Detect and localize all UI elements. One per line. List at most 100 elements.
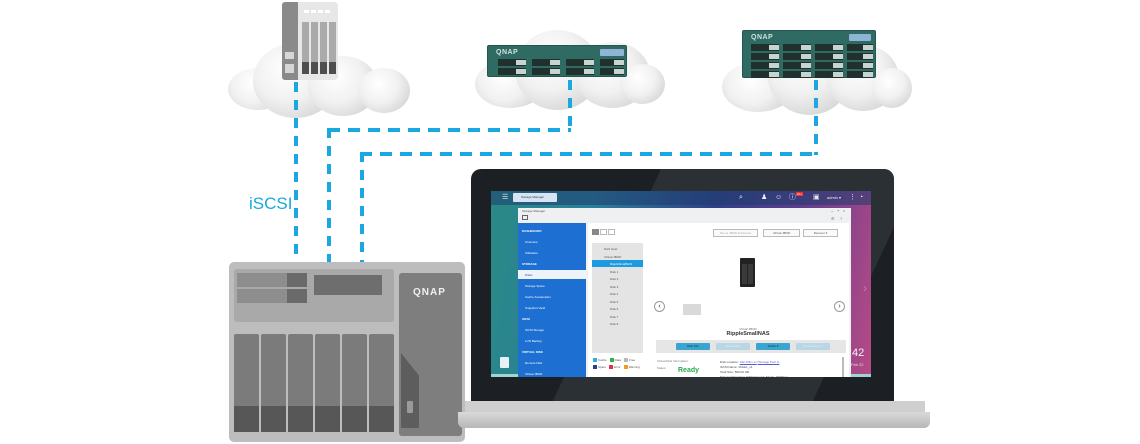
- set-as-jbod-button[interactable]: Set as JBOD Enclosure: [713, 229, 758, 237]
- settings-icon[interactable]: ⚙: [831, 216, 835, 221]
- search-icon[interactable]: ⌕: [739, 194, 743, 201]
- tree-item[interactable]: Disk 2: [610, 277, 619, 281]
- dashboard-icon[interactable]: ◔: [859, 194, 864, 201]
- info-line-value: 500.00 GB: [734, 370, 750, 374]
- info-line: iSCSI Name: VDisk1_s1: [720, 365, 753, 369]
- status-label: Status:: [657, 366, 667, 370]
- empty-slot-image: [683, 304, 701, 315]
- legend-swatch: [593, 365, 597, 370]
- legend-item: Data: [609, 358, 621, 363]
- sidebar-item-storage[interactable]: STORAGE: [522, 262, 537, 266]
- notification-badge: 10+: [796, 192, 804, 196]
- legend-item: Spare: [593, 365, 606, 370]
- maximize-button[interactable]: +: [837, 208, 840, 213]
- iscsi-label: iSCSI: [249, 194, 293, 213]
- view-toggle-detail[interactable]: [608, 229, 615, 235]
- next-arrow-button[interactable]: ›: [834, 301, 845, 312]
- sidebar-item-iscsi[interactable]: iSCSI: [522, 317, 530, 321]
- legend-swatch: [609, 365, 614, 370]
- tree-item[interactable]: Disk 5: [610, 299, 619, 304]
- link-rack1-to-nas: [327, 128, 331, 264]
- legend-swatch: [593, 358, 597, 363]
- action-button-disk-health[interactable]: Disk Health: [716, 343, 750, 350]
- storage-pool-link[interactable]: (Storage Pool 1): [757, 360, 780, 364]
- link-rack1-vertical-up: [568, 80, 572, 130]
- legend-label: Warning: [628, 365, 640, 369]
- action-button-disk-info[interactable]: Disk Info: [676, 343, 710, 350]
- help-icon[interactable]: ?: [840, 216, 843, 221]
- tasks-icon[interactable]: ♟: [761, 194, 768, 201]
- tree-item[interactable]: Disk 6: [610, 307, 619, 311]
- laptop-base-front: [458, 412, 930, 428]
- info-line-label: Total Size:: [720, 370, 734, 374]
- tree-item[interactable]: Disk 1: [610, 269, 619, 274]
- legend-item: Free: [624, 358, 636, 363]
- notifications-icon[interactable]: ☺: [775, 194, 783, 201]
- qnap-logo: QNAP: [413, 287, 446, 298]
- legend-row-2: Spare Error Warning: [593, 365, 643, 370]
- tree-item[interactable]: Disk 4: [610, 292, 619, 296]
- sidebar-item-lun-backup[interactable]: LUN Backup: [525, 339, 542, 343]
- legend-label: Free: [629, 358, 636, 362]
- info-line: Total Size: 500.00 GB: [720, 370, 749, 374]
- legend-swatch: [609, 358, 614, 363]
- tree-item[interactable]: Disk 8: [610, 322, 619, 326]
- sidebar-item-iscsi-storage[interactable]: iSCSI Storage: [525, 328, 545, 332]
- info-line-label: Disk Configuration:: [720, 375, 746, 377]
- recover-button[interactable]: Recover ▾: [803, 229, 838, 237]
- app-tab-storage-manager[interactable]: Storage Manager: [513, 193, 557, 202]
- tree-item[interactable]: RippleSmallNAS: [592, 260, 643, 267]
- local-nas: QNAP: [229, 262, 465, 442]
- info-line-value[interactable]: 192.168.x.xx: [739, 360, 757, 364]
- sidebar-item-remote-disk[interactable]: Remote Disk: [525, 361, 543, 365]
- action-button-performance[interactable]: Performance ▾: [796, 343, 830, 350]
- rack-nas-1: QNAP: [487, 45, 627, 77]
- rack-nas-2: QNAP: [742, 30, 876, 78]
- sidebar-item-overview[interactable]: Overview: [525, 240, 538, 244]
- sidebar-item-utilization[interactable]: Utilization: [525, 251, 539, 255]
- sidebar-item-virtual-disk[interactable]: VIRTUAL DISK: [522, 350, 543, 354]
- tree-item[interactable]: NAS Host: [604, 247, 618, 251]
- menu-icon[interactable]: ☰: [502, 194, 509, 201]
- sidebar-item-storage-space[interactable]: Storage Space: [525, 284, 545, 288]
- nas-device-image: [740, 258, 755, 287]
- sidebar-item-virtual-jbod[interactable]: Virtual JBOD: [525, 372, 543, 376]
- qnap-logo: QNAP: [496, 49, 519, 56]
- prev-arrow-button[interactable]: ‹: [654, 301, 665, 312]
- view-toggle-grid[interactable]: [592, 229, 599, 235]
- minimize-button[interactable]: –: [831, 208, 834, 213]
- tree-item[interactable]: Disk 3: [610, 284, 619, 289]
- tree-item[interactable]: Disk 7: [610, 314, 619, 319]
- user-icon[interactable]: ▣: [813, 194, 820, 201]
- tree-item[interactable]: Virtual JBOD: [604, 254, 622, 259]
- sidebar-item-cache-acceleration[interactable]: Cache Acceleration: [525, 295, 551, 299]
- info-scrollbar[interactable]: [842, 357, 844, 377]
- nas-side-panel: QNAP: [399, 273, 462, 436]
- info-line: Disk Location: 192.168.x.xx (Storage Poo…: [720, 360, 779, 364]
- virtual-jbod-button[interactable]: Virtual JBOD: [763, 229, 800, 237]
- more-icon[interactable]: ⋮: [849, 194, 856, 201]
- legend-label: Error: [614, 365, 621, 369]
- close-button[interactable]: ×: [843, 208, 846, 213]
- sidebar-item-snapshot-vault[interactable]: Snapshot Vault: [525, 306, 546, 310]
- recycle-bin-icon[interactable]: [500, 357, 509, 368]
- qnap-logo: QNAP: [751, 34, 774, 41]
- user-menu[interactable]: admin ▾: [827, 195, 842, 200]
- tower-nas-drives: [302, 22, 336, 74]
- sidebar-item-dashboard[interactable]: DASHBOARD: [522, 229, 542, 233]
- link-tower-to-nas: [294, 82, 298, 264]
- action-button-action[interactable]: Action ▾: [756, 343, 790, 350]
- event-icon[interactable]: ⓘ: [789, 194, 796, 201]
- legend-label: Cache: [598, 358, 607, 362]
- view-toggle-list[interactable]: [600, 229, 607, 235]
- main-content: Set as JBOD Enclosure Virtual JBOD Recov…: [588, 223, 849, 377]
- desktop-date: Feb 22: [851, 362, 864, 367]
- desktop-next-arrow[interactable]: ›: [863, 281, 867, 295]
- sidebar-item-disks[interactable]: Disks: [518, 270, 586, 279]
- device-name: RippleSmallNAS: [726, 331, 770, 337]
- virtual-disk-info-label: Virtual Disk Information: [657, 359, 688, 363]
- laptop-screen: ☰ Storage Manager ⌕ ♟ ☺ ⓘ 10+ ▣ admin ▾ …: [491, 191, 871, 377]
